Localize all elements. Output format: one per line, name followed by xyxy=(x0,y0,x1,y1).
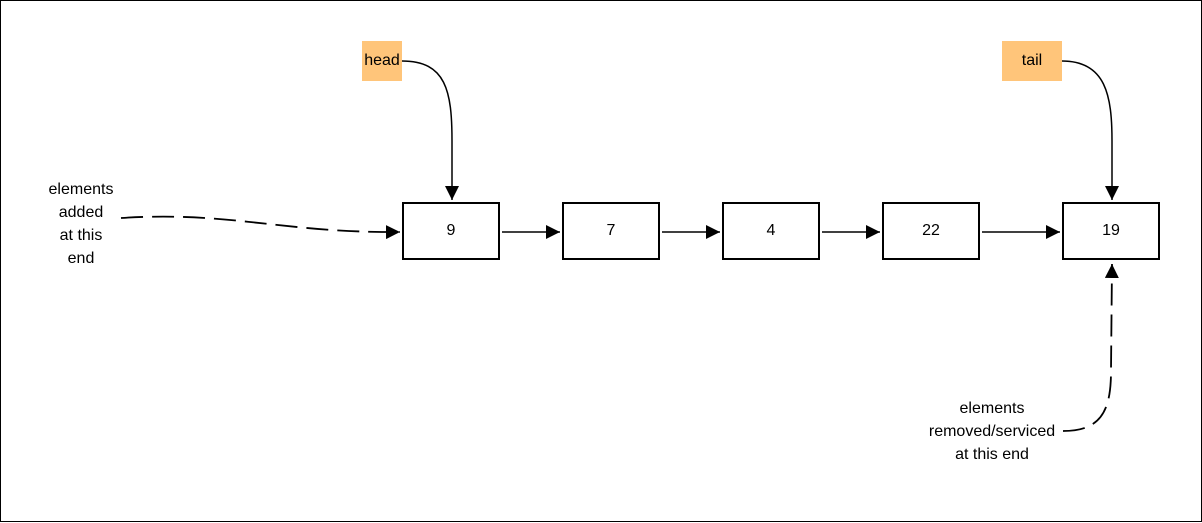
dequeue-dashed-arrow xyxy=(1062,263,1119,432)
dequeue-note-line-2: removed/serviced xyxy=(928,423,1056,440)
dequeue-note: elements removed/serviced at this end xyxy=(912,397,1072,466)
tail-pointer-arrow xyxy=(1061,60,1119,200)
dequeue-note-line-3: at this end xyxy=(955,446,1029,463)
queue-node-5: 19 xyxy=(1062,202,1160,260)
queue-node-4: 22 xyxy=(882,202,980,260)
queue-node-1: 9 xyxy=(402,202,500,260)
tail-label: tail xyxy=(1002,41,1062,81)
enqueue-note-line-4: end xyxy=(67,250,95,267)
enqueue-note-line-3: at this xyxy=(59,227,103,244)
enqueue-note-line-1: elements xyxy=(48,181,114,198)
enqueue-note: elements added at this end xyxy=(31,178,131,270)
queue-node-3: 4 xyxy=(722,202,820,260)
enqueue-note-line-2: added xyxy=(58,204,104,221)
head-pointer-arrow xyxy=(401,60,459,200)
enqueue-dashed-arrow xyxy=(120,215,401,240)
head-label: head xyxy=(362,41,402,81)
dequeue-note-line-1: elements xyxy=(959,400,1025,417)
queue-node-2: 7 xyxy=(562,202,660,260)
